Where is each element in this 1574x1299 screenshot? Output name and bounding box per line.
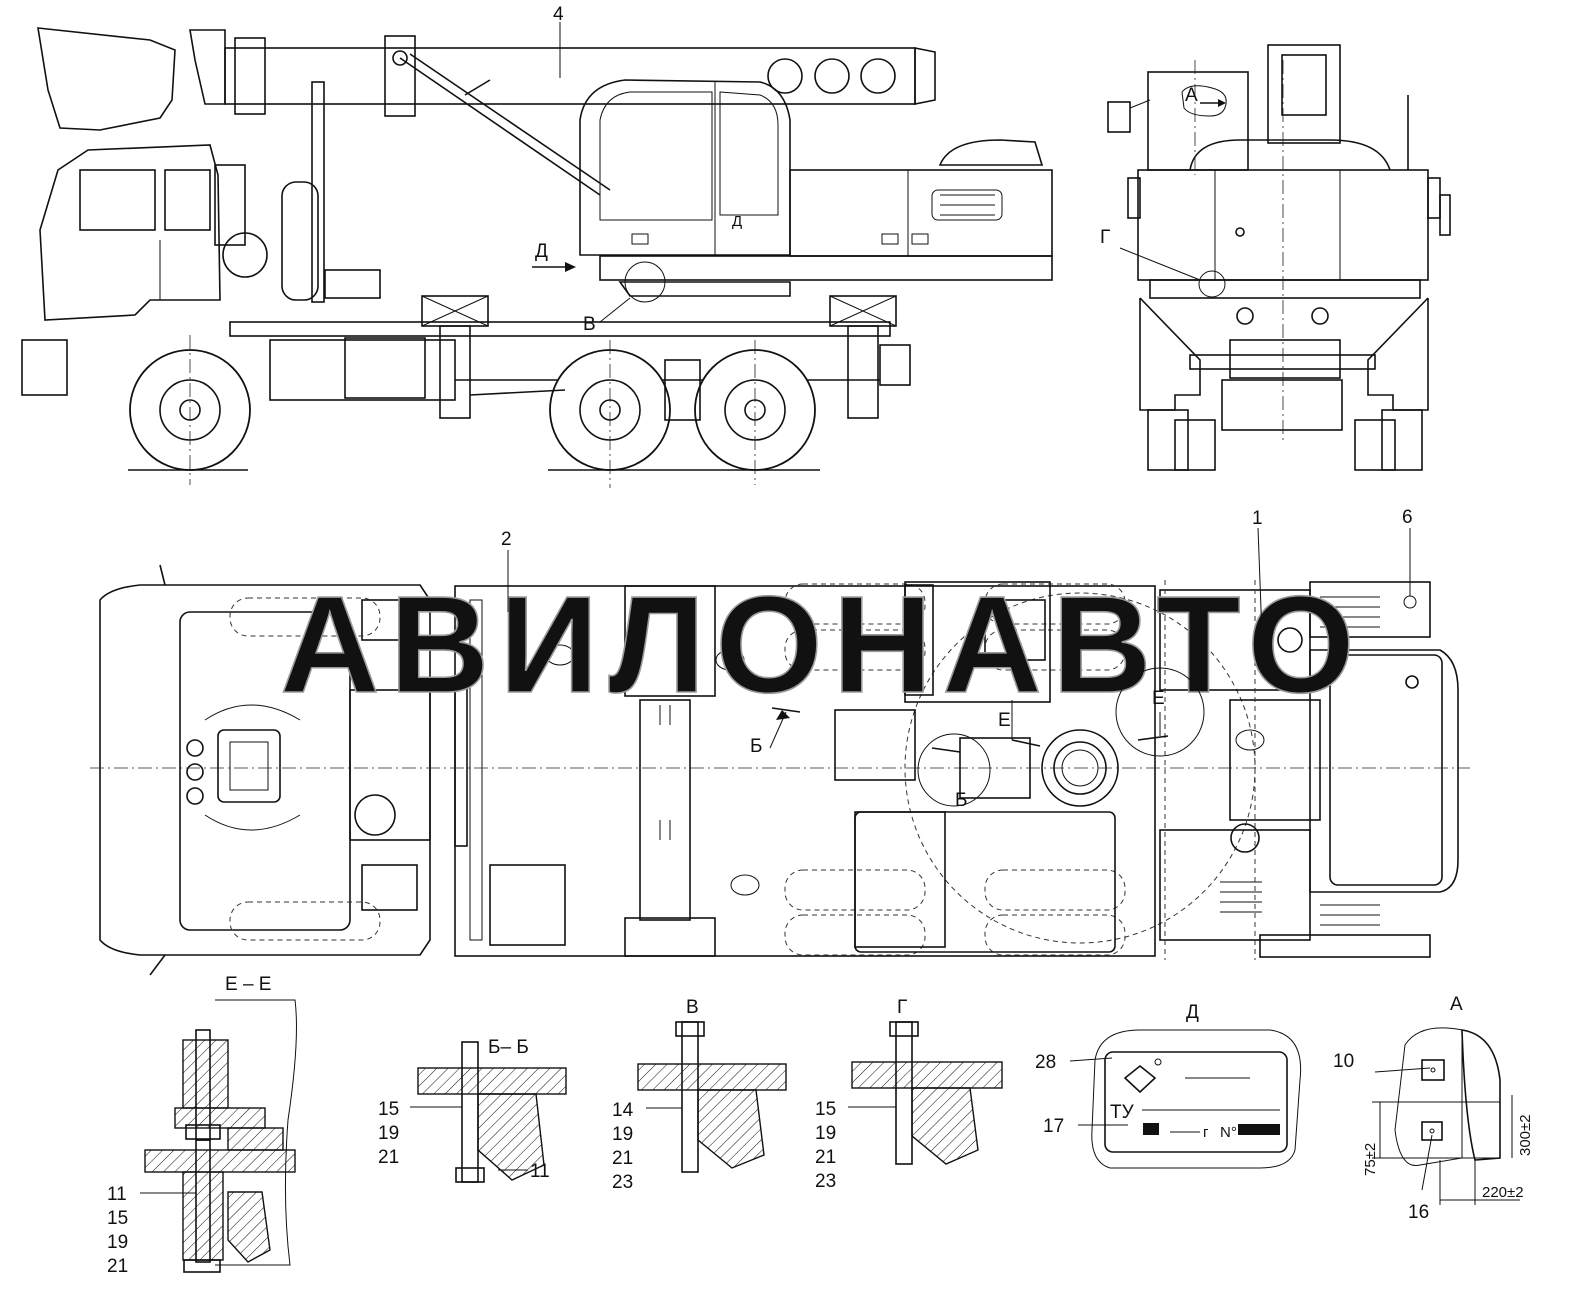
crane-superstructure bbox=[324, 79, 1053, 299]
view-a-detail: А 10 16 75±2 300±2 220±2 bbox=[1333, 994, 1534, 1223]
view-a-title: А bbox=[1450, 994, 1463, 1015]
view-d-year-suffix: г bbox=[1203, 1124, 1209, 1141]
section-ee-label-1: 11 bbox=[107, 1184, 127, 1205]
callout-17: 17 bbox=[1043, 1116, 1064, 1137]
spare-wheel bbox=[281, 181, 319, 301]
view-mark-b-plan-1: Б bbox=[750, 736, 762, 757]
callout-1: 1 bbox=[1252, 508, 1263, 529]
callout-2: 2 bbox=[501, 529, 512, 550]
view-d-title: Д bbox=[1186, 1002, 1199, 1023]
section-g-label-3: 21 bbox=[815, 1147, 836, 1168]
part-1-marker bbox=[1256, 634, 1270, 648]
callout-10: 10 bbox=[1333, 1051, 1354, 1072]
section-bb: Б– Б 11 15 19 21 bbox=[378, 1037, 567, 1183]
serial-field bbox=[1238, 1124, 1280, 1135]
section-v-title: В bbox=[686, 997, 699, 1018]
view-d-plate-tu: ТУ bbox=[1110, 1102, 1135, 1123]
section-bb-label-3: 21 bbox=[378, 1147, 399, 1168]
section-bb-right-label: 11 bbox=[530, 1161, 550, 1182]
chassis-frame bbox=[229, 321, 911, 401]
view-mark-d-cabin: Д bbox=[732, 213, 742, 230]
view-mark-e-plan-2: Е bbox=[1152, 688, 1165, 709]
section-ee-label-3: 19 bbox=[107, 1232, 128, 1253]
view-mark-b-plan-2: Б bbox=[955, 790, 967, 811]
view-a-dim-220: 220±2 bbox=[1482, 1184, 1524, 1201]
part-6-marker bbox=[1403, 595, 1417, 609]
outriggers bbox=[421, 295, 897, 419]
section-v-label-2: 19 bbox=[612, 1124, 633, 1145]
section-ee-title: Е – Е bbox=[225, 974, 271, 995]
view-a-dim-75: 75±2 bbox=[1362, 1143, 1379, 1176]
detail-circle-g bbox=[1198, 270, 1226, 298]
support-post bbox=[311, 81, 325, 303]
wheels-side bbox=[129, 349, 816, 471]
callout-28: 28 bbox=[1035, 1052, 1056, 1073]
side-view: 4 Д Д В bbox=[21, 4, 1053, 488]
section-ee-label-2: 15 bbox=[107, 1208, 128, 1229]
year-field bbox=[1143, 1123, 1159, 1135]
detail-circle-v bbox=[624, 261, 666, 303]
section-bb-title: Б– Б bbox=[488, 1037, 529, 1058]
truck-cab bbox=[21, 144, 268, 396]
section-g-title: Г bbox=[897, 997, 907, 1018]
section-v-label-1: 14 bbox=[612, 1100, 634, 1121]
plan-platform bbox=[454, 585, 1265, 957]
plan-cab bbox=[99, 564, 431, 976]
section-bb-label-2: 19 bbox=[378, 1123, 399, 1144]
section-v: В 14 19 21 23 bbox=[612, 997, 787, 1193]
plan-counterweight bbox=[1159, 580, 1459, 960]
section-g: Г 15 19 21 23 bbox=[815, 997, 1003, 1192]
vent-grille bbox=[931, 189, 1003, 221]
section-v-label-4: 23 bbox=[612, 1172, 633, 1193]
plan-view: АВИЛОНАВТО Б Б Е Е 1 2 6 bbox=[90, 507, 1470, 976]
section-g-label-1: 15 bbox=[815, 1099, 836, 1120]
view-mark-v-side: В bbox=[583, 314, 596, 335]
section-g-label-2: 19 bbox=[815, 1123, 836, 1144]
section-ee: Е – Е 11 15 19 21 bbox=[107, 974, 297, 1277]
rear-view: А Г bbox=[1100, 44, 1451, 471]
view-d-number-mark: N° bbox=[1220, 1124, 1237, 1141]
watermark: АВИЛОНАВТО bbox=[280, 568, 1365, 722]
callout-16: 16 bbox=[1408, 1202, 1429, 1223]
section-v-label-3: 21 bbox=[612, 1148, 633, 1169]
section-bb-label-1: 15 bbox=[378, 1099, 399, 1120]
view-mark-g-rear: Г bbox=[1100, 227, 1110, 248]
callout-4: 4 bbox=[553, 4, 564, 25]
view-mark-a-top: А bbox=[1185, 85, 1198, 106]
view-d-nameplate: Д ТУ г N° 28 17 bbox=[1035, 1002, 1302, 1169]
view-mark-e-plan-1: Е bbox=[998, 710, 1011, 731]
view-a-dim-300: 300±2 bbox=[1517, 1114, 1534, 1156]
view-mark-d-side: Д bbox=[535, 241, 548, 262]
section-ee-label-4: 21 bbox=[107, 1256, 128, 1277]
grab-bucket bbox=[37, 27, 226, 131]
section-markers: Б Б Е Е bbox=[750, 667, 1205, 811]
section-g-label-4: 23 bbox=[815, 1171, 836, 1192]
callout-6: 6 bbox=[1402, 507, 1413, 528]
